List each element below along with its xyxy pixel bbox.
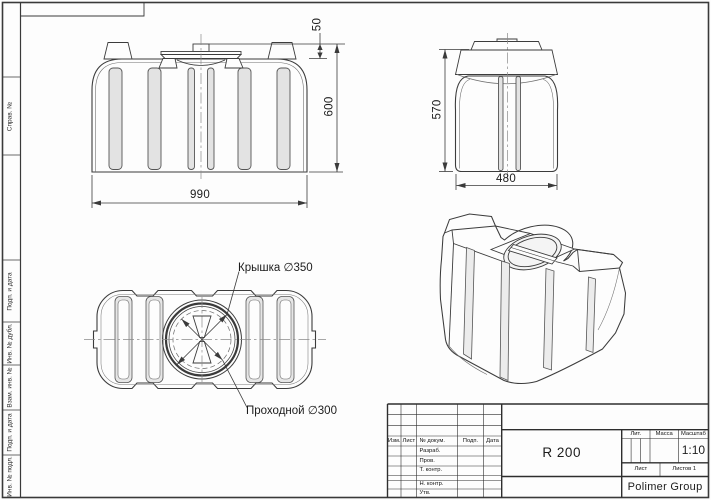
tb-row-razrab: Разраб. — [419, 447, 441, 454]
frame-label-sprav: Справ. № — [6, 101, 14, 131]
side-view-dimensions — [439, 49, 558, 190]
tb-scale-label: Масштаб — [680, 431, 706, 437]
tb-col-doc: № докум. — [419, 438, 445, 444]
side-view-linework — [454, 33, 559, 179]
dim-lid-height: 50 — [311, 17, 324, 32]
tb-company: Polimer Group — [627, 480, 703, 493]
dim-side-width: 480 — [495, 172, 517, 185]
tb-lit-label: Лит. — [630, 431, 642, 437]
top-view-linework — [84, 289, 326, 390]
dim-front-height: 600 — [323, 96, 336, 117]
tb-row-utv: Утв. — [419, 489, 431, 496]
tb-sheet-label: Лист — [634, 466, 648, 472]
tb-scale-value: 1:10 — [681, 443, 706, 457]
tb-sheets-label: Листов 1 — [672, 466, 697, 472]
tb-col-data: Дата — [486, 438, 499, 444]
front-view-linework — [91, 34, 308, 179]
tb-row-prov: Пров. — [419, 457, 435, 464]
isometric-view-linework — [439, 213, 627, 385]
title-block-grid — [386, 403, 709, 498]
dim-side-height: 570 — [431, 99, 444, 120]
tb-col-izm: Изм. — [388, 438, 401, 444]
frame-label-podp1: Подп. и дата — [6, 271, 14, 311]
tb-row-nkontr: Н. контр. — [419, 481, 444, 488]
tb-col-podp: Подп. — [462, 438, 479, 444]
frame-label-inv-podl: Инв. № подл. — [6, 455, 14, 497]
dim-front-width: 990 — [189, 188, 211, 201]
callout-lid: Крышка ∅350 — [238, 261, 313, 274]
tb-part-name: R 200 — [542, 445, 581, 460]
top-view-leaders — [176, 271, 248, 408]
front-view-dimensions — [91, 33, 345, 208]
tb-col-list: Лист — [402, 438, 416, 444]
callout-outlet: Проходной ∅300 — [246, 404, 337, 417]
tb-row-tkontr: Т. контр. — [419, 467, 443, 474]
tb-mass-label: Масса — [655, 431, 673, 437]
